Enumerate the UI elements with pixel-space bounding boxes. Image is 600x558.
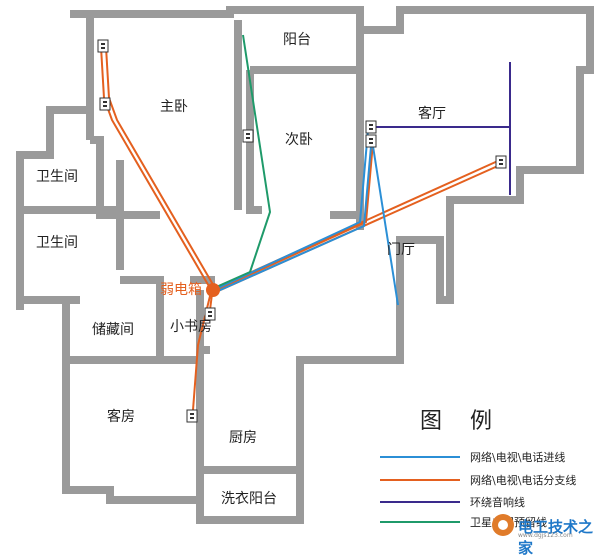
- room-study: 小书房: [170, 319, 212, 335]
- outlet-master-top: [97, 39, 109, 53]
- satellite-line-2: [213, 271, 251, 289]
- watermark: 电工技术之家 www.dgjs123.com: [492, 512, 600, 557]
- wall-bath-1: [20, 160, 124, 214]
- wall-kitchen: [196, 350, 300, 500]
- legend-swatch-branch: [380, 479, 460, 481]
- incoming-line-1: [217, 129, 369, 289]
- weak-current-box-hub: [206, 283, 220, 297]
- wall-second-bedroom: [246, 66, 364, 219]
- floor-plan-svg: [16, 6, 594, 524]
- room-guest-room: 客房: [107, 409, 135, 425]
- branch-line-master-top-2: [105, 46, 216, 289]
- room-storage: 储藏间: [92, 322, 134, 338]
- legend-swatch-incoming: [380, 456, 460, 458]
- wall-guest-room: [62, 356, 200, 490]
- wall-bath-2: [16, 260, 80, 310]
- legend-item: 环绕音响线: [380, 492, 595, 512]
- floor-plan-diagram: 阳台 主卧 次卧 客厅 卫生间 卫生间 门厅 弱电箱 储藏间 小书房 客房 厨房…: [16, 6, 600, 557]
- room-foyer: 门厅: [387, 242, 415, 258]
- room-balcony: 阳台: [283, 32, 311, 48]
- wiring-lines: [100, 34, 511, 411]
- legend-swatch-satellite: [380, 521, 460, 523]
- legend-label: 环绕音响线: [470, 496, 525, 509]
- wall-master-bottom: [90, 136, 160, 219]
- legend-label: 网络\电视\电话分支线: [470, 474, 577, 487]
- room-master-bedroom: 主卧: [160, 99, 188, 115]
- legend-label: 网络\电视\电话进线: [470, 451, 566, 464]
- outlet-boxes: [97, 39, 507, 423]
- outlet-living-right: [495, 155, 507, 169]
- legend-title: 图例: [420, 409, 521, 434]
- outlet-guest-room: [186, 409, 198, 423]
- legend-swatch-surround: [380, 501, 460, 503]
- outlet-master-right: [242, 129, 254, 143]
- watermark-logo-icon: [492, 514, 514, 536]
- wall-storage: [62, 276, 164, 364]
- outlet-study: [204, 307, 216, 321]
- outlet-living-1: [365, 120, 377, 134]
- incoming-line-2: [217, 134, 373, 292]
- satellite-line: [242, 34, 272, 273]
- incoming-line-foyer: [371, 139, 399, 306]
- room-laundry-balcony: 洗衣阳台: [221, 491, 277, 507]
- room-kitchen: 厨房: [229, 430, 257, 446]
- room-living-room: 客厅: [418, 106, 446, 122]
- watermark-url: www.dgjs123.com: [518, 532, 573, 539]
- room-bathroom-2: 卫生间: [36, 235, 78, 251]
- walls: [16, 6, 594, 524]
- legend-item: 网络\电视\电话分支线: [380, 470, 595, 490]
- outer-wall: [16, 6, 594, 524]
- room-second-bedroom: 次卧: [285, 132, 313, 148]
- outlet-living-2: [365, 134, 377, 148]
- hub-label: 弱电箱: [160, 282, 202, 298]
- legend-item: 网络\电视\电话进线: [380, 447, 595, 467]
- room-bathroom-1: 卫生间: [36, 169, 78, 185]
- branch-line-second-bedroom: [215, 141, 374, 291]
- outlet-master-mid: [99, 97, 111, 111]
